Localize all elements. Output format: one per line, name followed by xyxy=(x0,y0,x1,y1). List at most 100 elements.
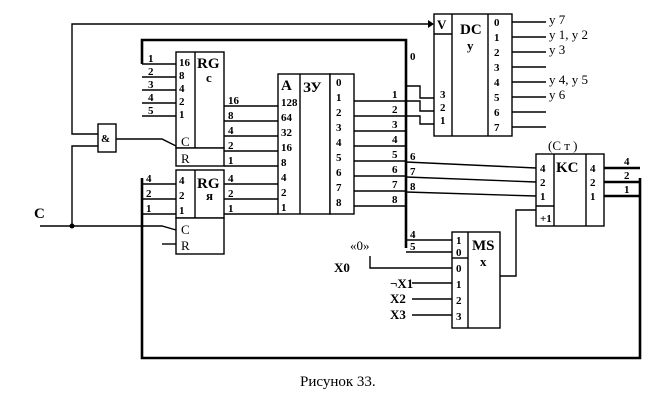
kc-input-weight: 1 xyxy=(540,191,546,203)
dc-output-label: 7 xyxy=(494,122,500,134)
rgc-input-label: 5 xyxy=(148,105,154,117)
ms-data-weight: 0 xyxy=(456,263,462,275)
zu-output-label: 6 xyxy=(336,167,342,179)
rgya-title: RG xyxy=(197,176,220,192)
dc-zero-label: 0 xyxy=(410,51,416,63)
kc-input-weight: 2 xyxy=(540,177,546,189)
kc-input-line xyxy=(405,191,537,197)
dc-output-label: 1 xyxy=(494,32,500,44)
kc-label: (C т ) xyxy=(548,138,578,153)
zu-output-label: 8 xyxy=(336,197,342,209)
bus-label: 3 xyxy=(392,119,398,131)
zu-addr-weight: 128 xyxy=(281,97,298,109)
dc-output-label: 3 xyxy=(494,62,500,74)
zu-output-label: 2 xyxy=(336,107,342,119)
ms-input-x1: ¬X1 xyxy=(390,276,413,291)
rgya-output-weight: 1 xyxy=(228,203,234,215)
y-output-label: y 4, y 5 xyxy=(549,72,588,87)
kc-input-weight: +1 xyxy=(540,213,552,225)
rgc-input-weight: 16 xyxy=(179,57,191,69)
ms-data-weight: 1 xyxy=(456,279,462,291)
y-output-label: y 7 xyxy=(549,12,566,27)
rgc-output-weight: 1 xyxy=(228,155,234,167)
rgc-reset-label: R xyxy=(181,151,190,166)
kc-input-line xyxy=(405,176,537,183)
kc-bus-label: 8 xyxy=(410,181,416,193)
dc-output-label: 2 xyxy=(494,47,500,59)
rgc-output-weight: 8 xyxy=(228,110,234,122)
rgc-input-weight: 1 xyxy=(179,109,185,121)
rgya-clock-label: C xyxy=(181,222,190,237)
ms-addr-weight: 1 xyxy=(456,235,462,247)
dc-title: DC xyxy=(460,22,482,38)
kc-bus-label: 6 xyxy=(410,151,416,163)
bus-label: 7 xyxy=(392,179,398,191)
ms-bus-label: 5 xyxy=(410,241,416,253)
rgc-clock-label: C xyxy=(181,134,190,149)
clock-label: C xyxy=(34,206,45,222)
rgya-sub: я xyxy=(206,188,213,203)
kc-output-label: 2 xyxy=(624,170,630,182)
ms-data-weight: 2 xyxy=(456,295,462,307)
dc-output-label: 6 xyxy=(494,107,500,119)
rgc-input-label: 1 xyxy=(148,53,154,65)
dc-output-label: 4 xyxy=(494,77,500,89)
zu-output-label: 4 xyxy=(336,137,342,149)
dc-input-weight: 1 xyxy=(440,115,446,127)
zu-addr-weight: 32 xyxy=(281,127,293,139)
bus-label: 5 xyxy=(392,149,398,161)
ms-addr-weight: 0 xyxy=(456,247,462,259)
bus-label: 1 xyxy=(392,89,398,101)
dc-output-label: 0 xyxy=(494,17,500,29)
bus-label: 6 xyxy=(392,164,398,176)
ms-title: MS xyxy=(472,238,495,254)
ms-input-x3: X3 xyxy=(390,307,406,322)
register-rgya: RG я C R 421 421 421 xyxy=(142,169,278,255)
rgc-input-weight: 8 xyxy=(179,70,185,82)
rgc-output-weight: 16 xyxy=(228,95,240,107)
ms-input-labels: «0» X0 ¬X1 X2 X3 xyxy=(334,238,452,322)
rgc-output-weight: 4 xyxy=(228,125,234,137)
feedback-wiring xyxy=(40,20,642,360)
dc-input-line xyxy=(406,100,434,112)
kc-output-weight: 2 xyxy=(590,177,596,189)
rgc-output-weight: 2 xyxy=(228,140,234,152)
bus-label: 2 xyxy=(392,104,398,116)
zu-addr-weight: 64 xyxy=(281,112,293,124)
rgya-input-weight: 2 xyxy=(179,190,185,202)
zu-output-label: 5 xyxy=(336,152,342,164)
y-output-label: y 3 xyxy=(549,42,565,57)
kc-bus-label: 7 xyxy=(410,166,416,178)
bus-label: 8 xyxy=(392,194,398,206)
rgya-input-label: 4 xyxy=(146,173,152,185)
rgc-sub: c xyxy=(206,70,212,85)
rgya-input-weight: 1 xyxy=(179,205,185,217)
ms-input-x2: X2 xyxy=(390,291,406,306)
rgc-input-label: 4 xyxy=(148,92,154,104)
figure-caption: Рисунок 33. xyxy=(300,374,376,390)
rgya-input-label: 2 xyxy=(146,188,152,200)
rgc-input-label: 2 xyxy=(148,66,154,78)
zu-output-label: 7 xyxy=(336,182,342,194)
zu-output-label: 0 xyxy=(336,77,342,89)
dc-input-weight: 2 xyxy=(440,102,446,114)
kc-output-weight: 1 xyxy=(590,191,596,203)
kc-input-weight: 4 xyxy=(540,163,546,175)
ms-input-x0: X0 xyxy=(334,260,350,275)
and-gate-label: & xyxy=(101,133,110,145)
zu-addr-weight: 2 xyxy=(281,187,287,199)
kc-input-line xyxy=(405,161,537,169)
kc-output-label: 4 xyxy=(624,156,630,168)
rgya-reset-label: R xyxy=(181,238,190,253)
dc-input-line xyxy=(406,115,434,125)
y-output-label: y 6 xyxy=(549,87,566,102)
dc-output-label: 5 xyxy=(494,92,500,104)
ms-input-zero: «0» xyxy=(350,238,370,253)
rgya-input-label: 1 xyxy=(146,203,152,215)
dc-strobe-label: V xyxy=(437,17,447,32)
